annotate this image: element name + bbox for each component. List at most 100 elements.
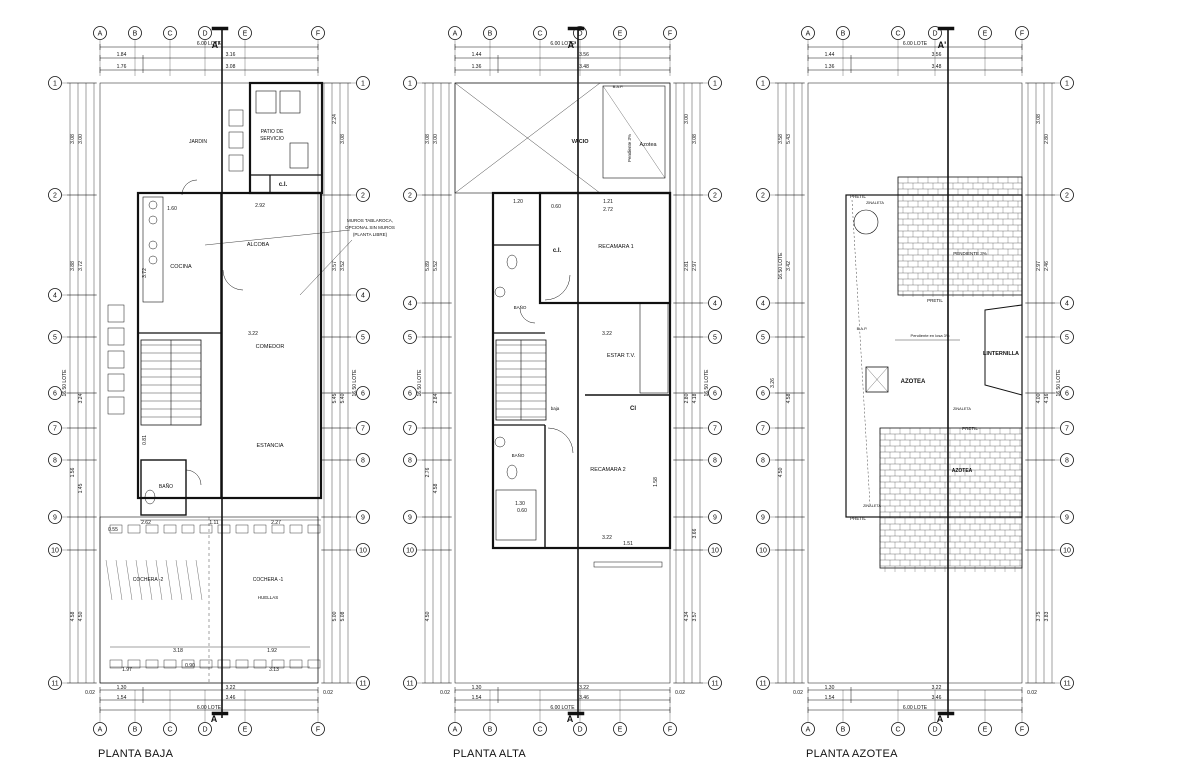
skylight-box [865, 366, 889, 393]
note-tablaroca: MUROS TABLAROCA, [347, 218, 393, 223]
door-swing [544, 274, 571, 301]
grid-col-top-C-label: C [537, 31, 542, 38]
tiled-roof-bottom [879, 427, 1023, 572]
grid-row-left-4-bubble [756, 296, 770, 310]
grid-row-right-10-bubble [356, 543, 370, 557]
dim-right: 16.50 LOTE [352, 369, 358, 397]
room-label-vacio: VACIO [571, 139, 589, 145]
planter-box [107, 373, 125, 392]
dim-top: 1.36 [472, 64, 482, 70]
grid-row-right-4-label: 4 [713, 301, 717, 308]
grid-row-left-7-label: 7 [761, 426, 765, 433]
grid-col-top-C-bubble [891, 26, 905, 40]
inner-dim: 1.92 [267, 648, 277, 654]
room-label-jardin: JARDIN [189, 139, 207, 145]
dim-left: 5.89 [425, 261, 431, 271]
dim-top: 3.56 [932, 52, 942, 58]
planter-box [107, 327, 125, 346]
grid-col-bottom-F-label: F [1020, 727, 1024, 734]
grid-col-bottom-E-bubble [613, 722, 627, 736]
paver [235, 524, 249, 534]
linternilla-outline [984, 304, 1023, 396]
service-patio-wall [248, 81, 324, 195]
shower-icon [495, 489, 537, 541]
grid-col-bottom-D-label: D [577, 727, 582, 734]
grid-row-left-7-label: 7 [408, 426, 412, 433]
tile-area [897, 176, 1023, 296]
dim-bottom: 3.46 [226, 695, 236, 701]
note-pretil: PRETIL [850, 194, 866, 199]
grid-row-left-1-bubble [48, 76, 62, 90]
room-label-azotea-2: AZOTEA [952, 468, 973, 474]
grid-row-right-11-bubble [356, 676, 370, 690]
grid-row-left-11-label: 11 [759, 681, 766, 688]
inner-dim: 1.51 [623, 541, 633, 547]
grid-col-top-D-label: D [932, 31, 937, 38]
room-label-azotea: Azotea [639, 142, 657, 148]
grid-row-right-9-bubble [356, 510, 370, 524]
dim-left: 4.58 [70, 611, 76, 621]
grid-row-left-6-bubble [403, 386, 417, 400]
roof-patch [602, 85, 666, 179]
grid-col-top-B-bubble [836, 26, 850, 40]
grid-col-bottom-F-bubble [311, 722, 325, 736]
grid-col-top-E-bubble [238, 26, 252, 40]
room-label-comedor: COMEDOR [256, 344, 285, 350]
paver [253, 659, 267, 669]
grid-row-left-6-label: 6 [408, 391, 412, 398]
grid-row-right-2-bubble [356, 188, 370, 202]
grid-col-top-E-label: E [983, 31, 988, 38]
grid-row-right-10-bubble [1060, 543, 1074, 557]
section-label-bottom: A [937, 714, 944, 724]
grid-row-right-8-label: 8 [713, 458, 717, 465]
hatch [125, 559, 133, 601]
room-label-patio-servicio: PATIO DE [261, 129, 284, 135]
grid-col-top-B-bubble [483, 26, 497, 40]
grid-row-left-8-label: 8 [53, 458, 57, 465]
dim-right: 3.57 [692, 611, 698, 621]
note-bap: B.A.P. [613, 84, 624, 89]
dim-right: 16.50 LOTE [1056, 369, 1062, 397]
grid-row-right-1-label: 1 [713, 81, 717, 88]
grid-row-right-7-bubble [1060, 421, 1074, 435]
note-pretil: PRETIL [962, 426, 978, 431]
dim-bottom: 0.02 [675, 690, 685, 696]
dim-top: 3.48 [932, 64, 942, 70]
grid-row-right-9-bubble [708, 510, 722, 524]
grid-row-left-8-label: 8 [408, 458, 412, 465]
grid-col-bottom-B-label: B [133, 727, 138, 734]
grid-row-right-1-bubble [1060, 76, 1074, 90]
door-swing [181, 179, 198, 196]
inner-dim: 1.97 [122, 667, 132, 673]
hatch [165, 559, 173, 601]
planter-box [107, 350, 125, 369]
grid-row-right-7-bubble [708, 421, 722, 435]
note-bap: B.A.P. [857, 326, 868, 331]
grid-col-bottom-B-bubble [836, 722, 850, 736]
grid-row-left-7-bubble [403, 421, 417, 435]
grid-row-right-4-label: 4 [361, 293, 365, 300]
plan-title-planta-azotea: PLANTA AZOTEA [806, 748, 898, 760]
grid-col-bottom-D-label: D [932, 727, 937, 734]
grid-col-top-D-bubble [198, 26, 212, 40]
grid-row-right-4-bubble [356, 288, 370, 302]
planter-box [107, 396, 125, 415]
section-label-top: A' [938, 40, 947, 50]
grid-col-top-F-bubble [663, 26, 677, 40]
grid-col-bottom-E-label: E [243, 727, 248, 734]
grid-col-bottom-C-label: C [167, 727, 172, 734]
inner-dim: 1.11 [209, 520, 219, 526]
dim-top-lote: 6.00 LOTE [197, 41, 222, 47]
grid-row-left-5-bubble [48, 330, 62, 344]
grid-row-right-1-bubble [708, 76, 722, 90]
door-swing [547, 427, 574, 454]
grid-col-top-B-label: B [133, 31, 138, 38]
dim-right: 2.46 [1044, 261, 1050, 271]
paver [217, 659, 231, 669]
inner-dim: 1.20 [513, 199, 523, 205]
toilet-icon [506, 464, 518, 480]
grid-col-top-E-bubble [978, 26, 992, 40]
grid-row-right-4-bubble [708, 296, 722, 310]
grid-col-bottom-F-bubble [663, 722, 677, 736]
dim-left: 1.45 [78, 483, 84, 493]
